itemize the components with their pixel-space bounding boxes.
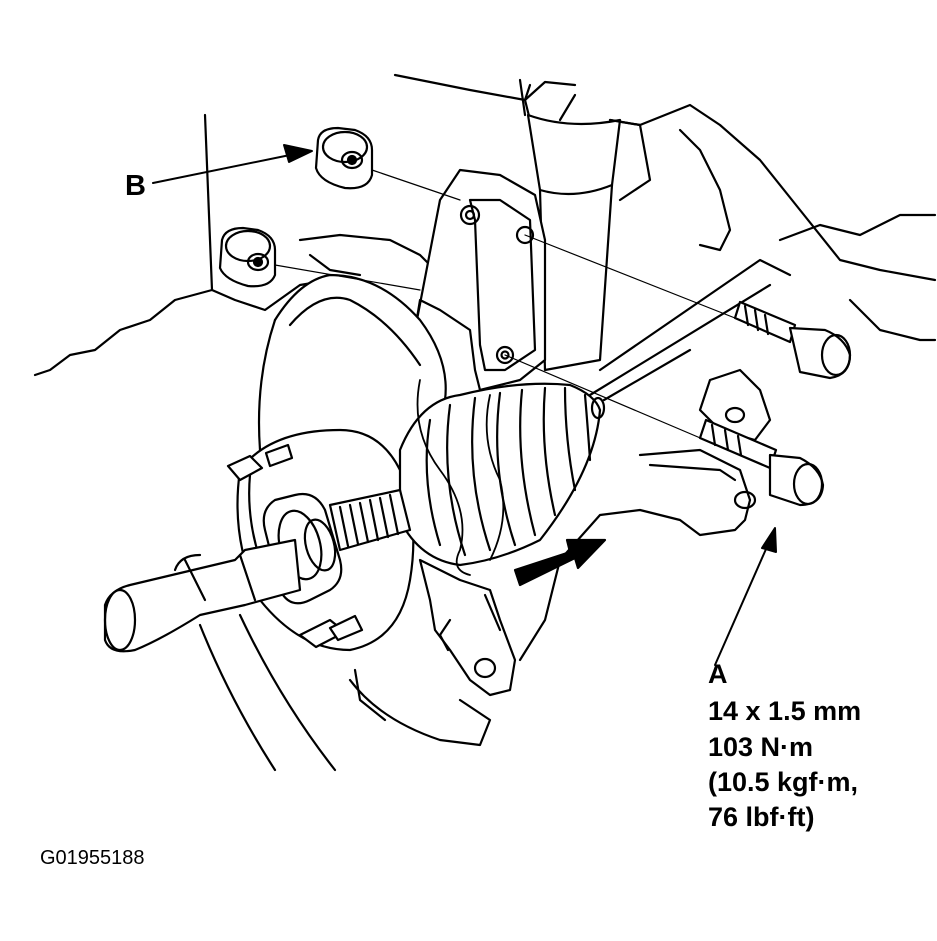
knuckle-lower — [418, 558, 517, 697]
alignment-lines — [274, 169, 741, 441]
callout-a-label: A — [708, 659, 728, 689]
install-direction-arrow — [513, 538, 607, 587]
installer-tool — [103, 538, 337, 772]
torque-nm-text: 103 N·m — [708, 732, 814, 762]
callout-b-label: B — [125, 170, 146, 202]
figure-id: G01955188 — [40, 847, 145, 869]
torque-lbfft-text: 76 lbf·ft) — [708, 802, 815, 832]
bolt-a — [698, 300, 852, 507]
strut — [523, 83, 652, 372]
cv-boot — [398, 348, 692, 567]
wiring — [416, 379, 505, 576]
body-outline — [33, 73, 937, 377]
leader-arrows — [152, 144, 777, 666]
torque-kgfm-text: (10.5 kgf·m, — [708, 767, 859, 797]
bushing-b — [218, 126, 374, 288]
bolt-size-text: 14 x 1.5 mm — [708, 696, 862, 726]
